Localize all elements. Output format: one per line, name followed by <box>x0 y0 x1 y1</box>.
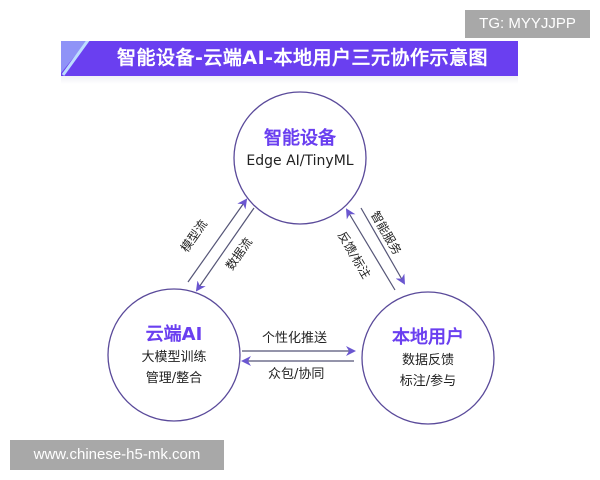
watermark-top: TG: MYYJJPP <box>465 10 590 38</box>
user-desc-1: 数据反馈 <box>401 353 454 368</box>
arrow-device-to-cloud <box>195 207 255 292</box>
device-desc: Edge AI/TinyML <box>246 153 354 169</box>
title-shadow <box>61 76 518 84</box>
arrow-user-to-device <box>345 208 396 291</box>
cloud-desc-2: 管理/整合 <box>145 371 203 386</box>
cloud-circle[interactable] <box>107 288 241 422</box>
user-desc-2: 标注/参与 <box>399 374 457 389</box>
user-name: 本地用户 <box>392 327 464 348</box>
arrow-cloud-to-device <box>187 198 248 283</box>
cloud-name: 云端AI <box>145 324 203 345</box>
title-banner: 智能设备-云端AI-本地用户三元协作示意图 <box>61 41 518 76</box>
label-personalized-push: 个性化推送 <box>262 331 328 346</box>
node-user[interactable]: 本地用户 数据反馈 标注/参与 <box>363 326 493 392</box>
cloud-desc-1: 大模型训练 <box>141 350 207 365</box>
device-circle[interactable] <box>233 91 367 225</box>
banner-corner-decoration <box>61 41 90 76</box>
node-cloud[interactable]: 云端AI 大模型训练 管理/整合 <box>109 323 239 389</box>
node-device[interactable]: 智能设备 Edge AI/TinyML <box>235 127 365 172</box>
arrow-device-to-user <box>360 207 405 285</box>
watermark-bottom: www.chinese-h5-mk.com <box>10 440 224 470</box>
diagram-title: 智能设备-云端AI-本地用户三元协作示意图 <box>117 47 489 69</box>
label-crowdsourcing: 众包/协同 <box>268 367 325 382</box>
user-circle[interactable] <box>361 291 495 425</box>
device-name: 智能设备 <box>264 128 336 149</box>
